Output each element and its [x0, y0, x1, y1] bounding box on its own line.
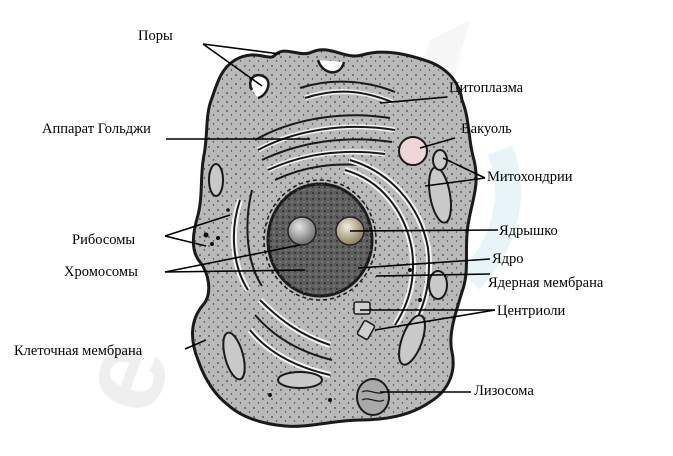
label-golgi: Аппарат Гольджи — [42, 121, 151, 137]
golgi-apparatus — [254, 80, 396, 181]
leader-lines — [164, 43, 499, 393]
lysosome-shape — [356, 378, 390, 416]
label-ribosomes: Рибосомы — [72, 232, 135, 248]
ribosome-dots — [203, 208, 422, 402]
labels: Поры Цитоплазма Аппарат Гольджи Вакуоль … — [14, 28, 604, 399]
label-centrioles: Центриоли — [497, 303, 565, 319]
label-nuclear-membrane: Ядерная мембрана — [488, 275, 604, 291]
label-mitochondria: Митохондрии — [487, 169, 573, 185]
label-lysosome: Лизосома — [474, 383, 534, 399]
nucleus-membrane-ring — [263, 179, 377, 301]
mitochondria-shapes — [208, 149, 452, 389]
centrioles-shape — [353, 301, 376, 340]
endoplasmic-reticulum — [230, 157, 433, 378]
label-nucleolus: Ядрышко — [499, 223, 558, 239]
label-nucleus: Ядро — [492, 251, 524, 267]
svg-text:e: e — [49, 320, 198, 429]
label-cytoplasm: Цитоплазма — [449, 80, 524, 96]
nucleolus-shape-2 — [287, 216, 317, 246]
label-cell-membrane: Клеточная мембрана — [14, 343, 143, 359]
label-vacuole: Вакуоль — [461, 121, 512, 137]
label-chromosomes: Хромосомы — [64, 264, 138, 280]
label-pores: Поры — [138, 28, 173, 44]
nucleus — [263, 179, 377, 301]
vacuole-shape — [398, 136, 428, 166]
